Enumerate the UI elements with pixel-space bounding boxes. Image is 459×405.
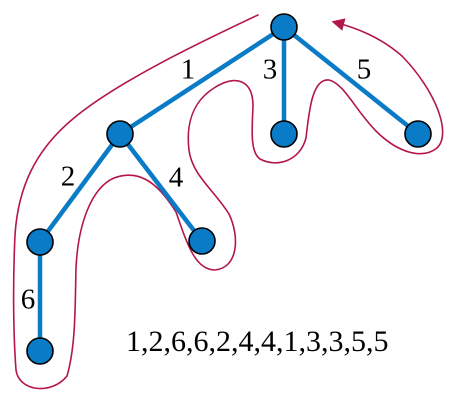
tree-node-d xyxy=(26,228,54,256)
edge-label-2: 2 xyxy=(61,161,76,193)
tree-node-b xyxy=(270,120,298,148)
edge-label-6: 6 xyxy=(21,284,36,316)
euler-tour-path xyxy=(12,14,444,390)
edge-label-1: 1 xyxy=(181,54,196,86)
edge-4 xyxy=(117,131,205,244)
tree-node-c xyxy=(404,120,432,148)
edge-label-5: 5 xyxy=(357,54,372,86)
edge-label-4: 4 xyxy=(169,162,184,194)
euler-sequence-text: 1,2,6,6,2,4,4,1,3,3,5,5 xyxy=(126,325,389,358)
tree-node-f xyxy=(26,337,54,365)
edge-label-3: 3 xyxy=(263,54,278,86)
tree-node-a xyxy=(106,120,134,148)
edge-2 xyxy=(37,131,123,245)
edge-5 xyxy=(281,24,421,137)
edge-1 xyxy=(117,24,287,137)
tree-node-e xyxy=(188,227,216,255)
tree-node-root xyxy=(270,13,298,41)
